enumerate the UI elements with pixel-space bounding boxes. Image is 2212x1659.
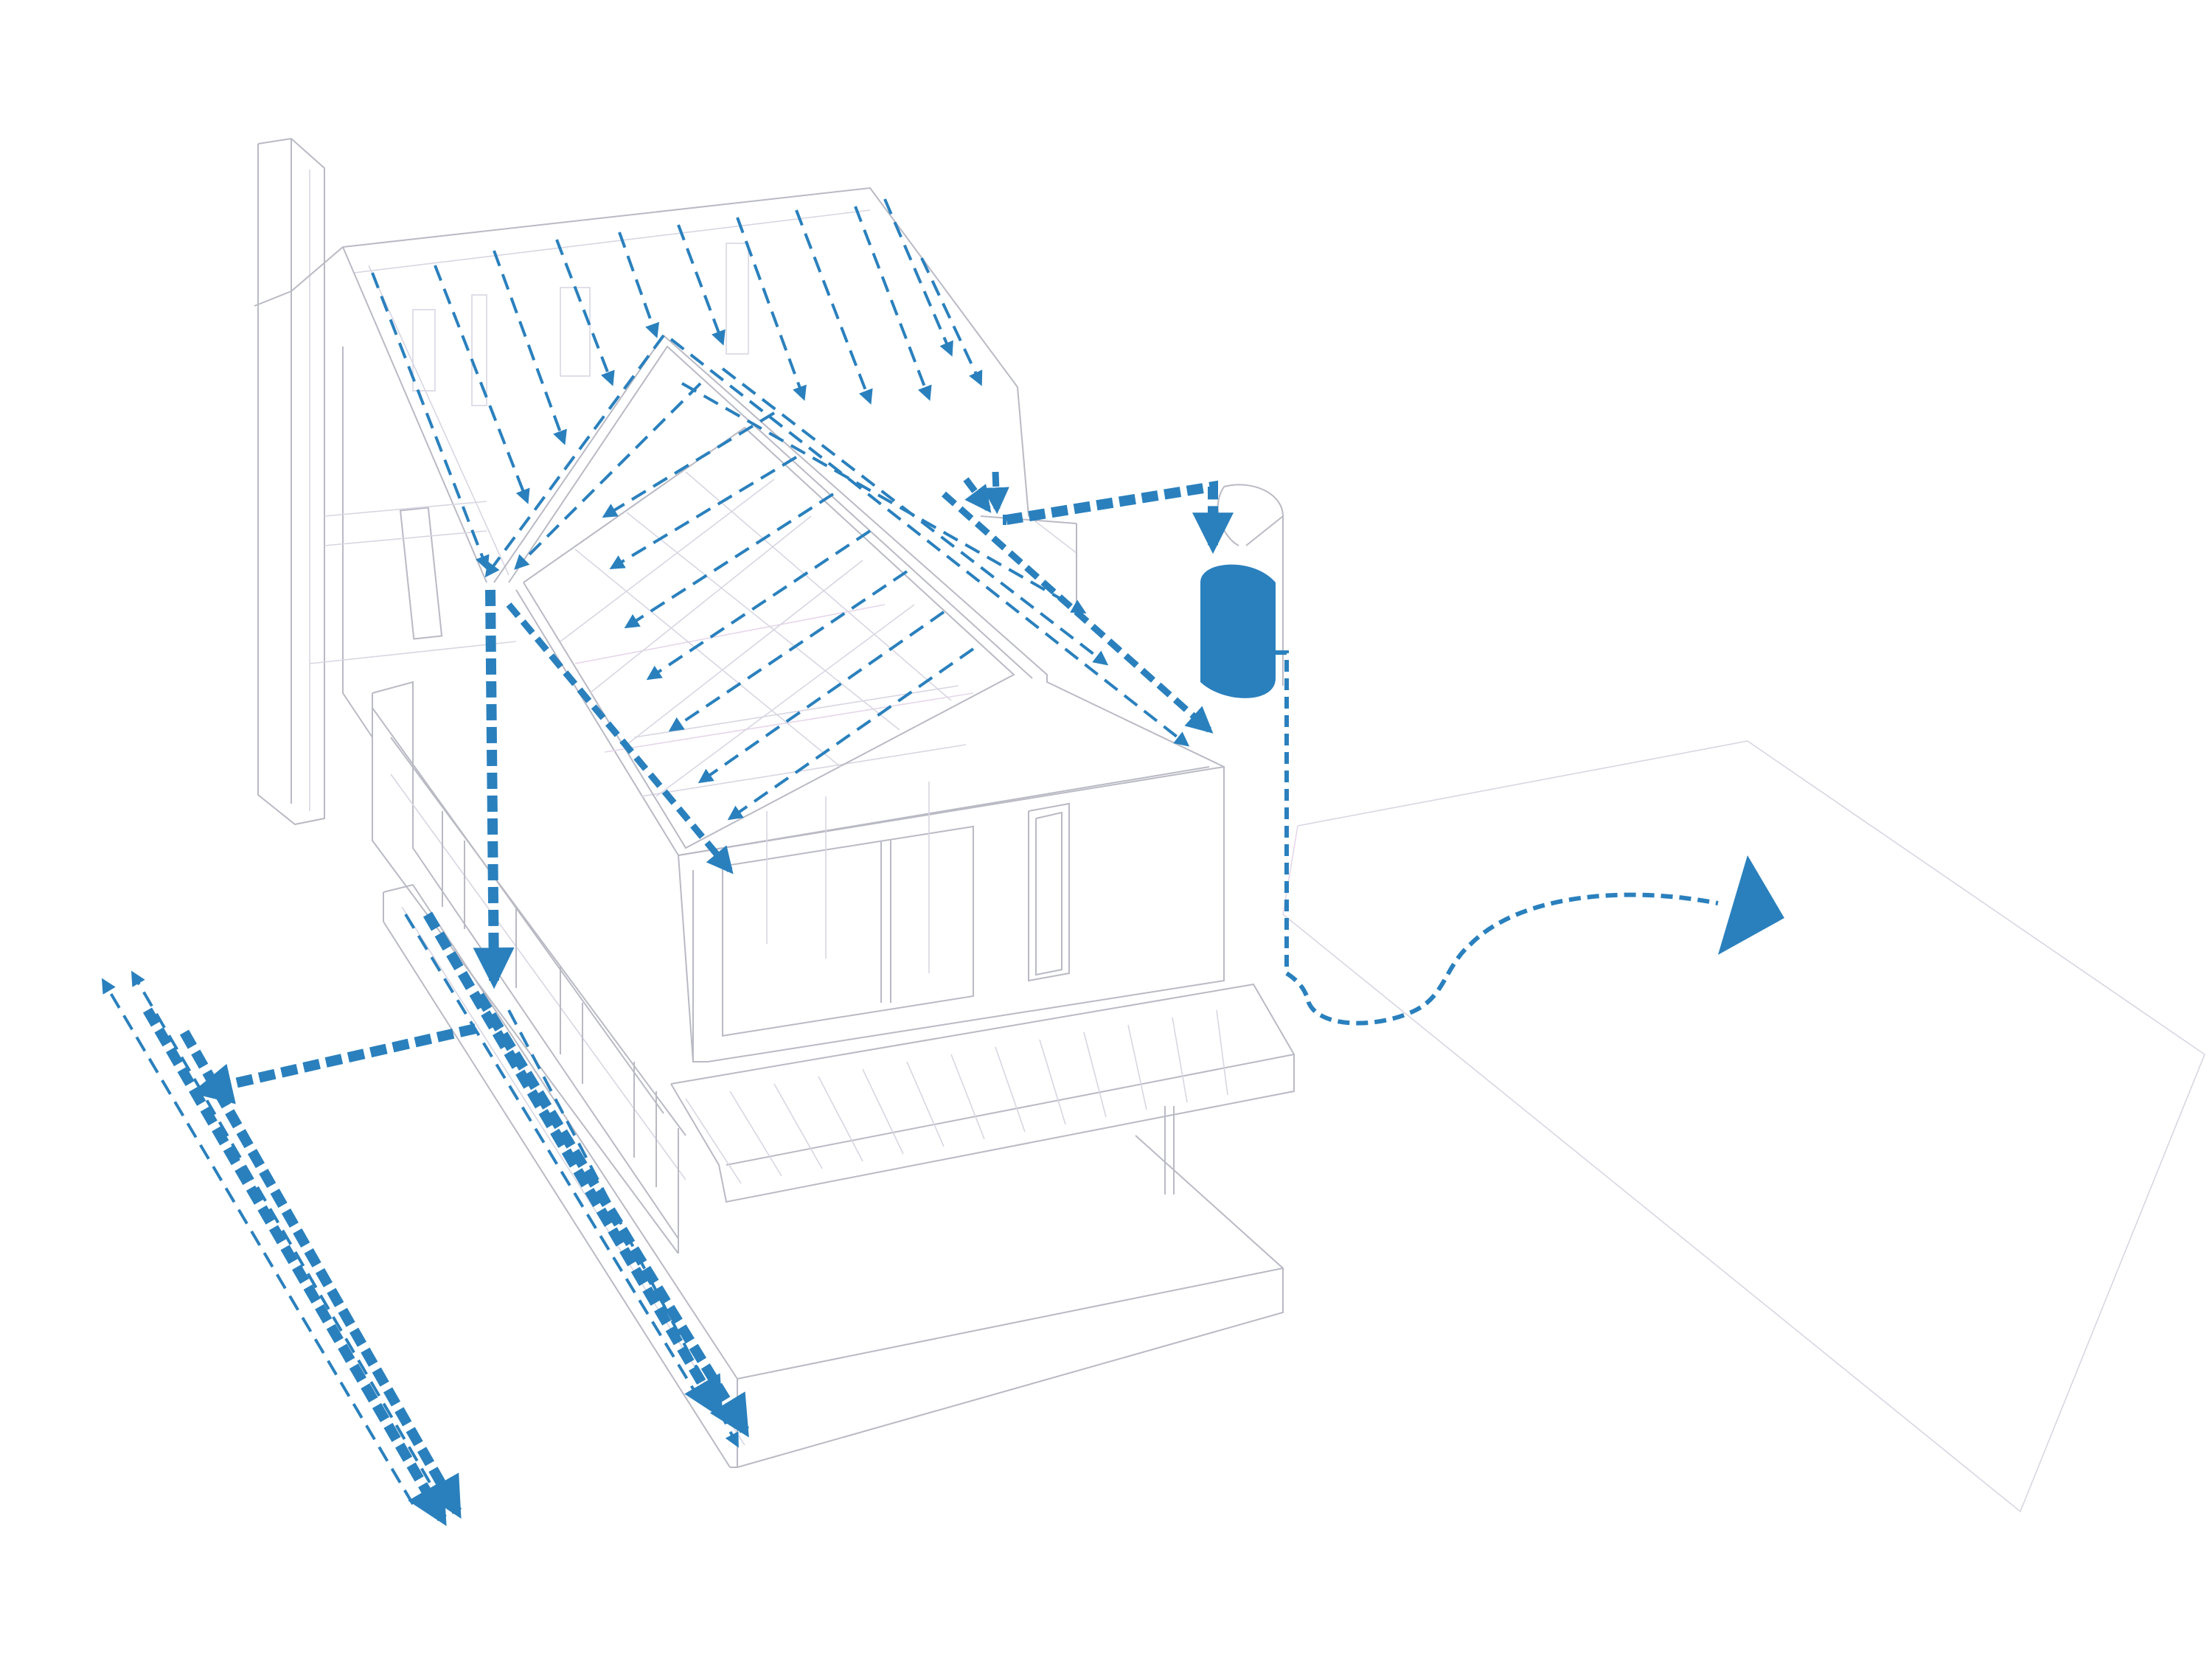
infiltration-trench: [101, 911, 749, 1526]
deck: [670, 983, 1295, 1203]
roof-runoff-arrows: [371, 198, 1190, 821]
chimney: [257, 137, 325, 826]
main-house-walls: [309, 347, 1077, 738]
main-roof: [254, 187, 1029, 583]
downspout-pipe: [473, 471, 1234, 990]
glass-roof-grid: [523, 426, 1015, 849]
lot-outline: [1282, 740, 2205, 1513]
rain-barrel-icon: [1200, 564, 1276, 698]
foundation-slab: [383, 883, 1284, 1468]
gable-volume: [493, 334, 1225, 1062]
side-volume: [372, 681, 686, 1254]
yard-outflow-arrow: [1276, 650, 1784, 1026]
house-structure: [254, 137, 1295, 1468]
